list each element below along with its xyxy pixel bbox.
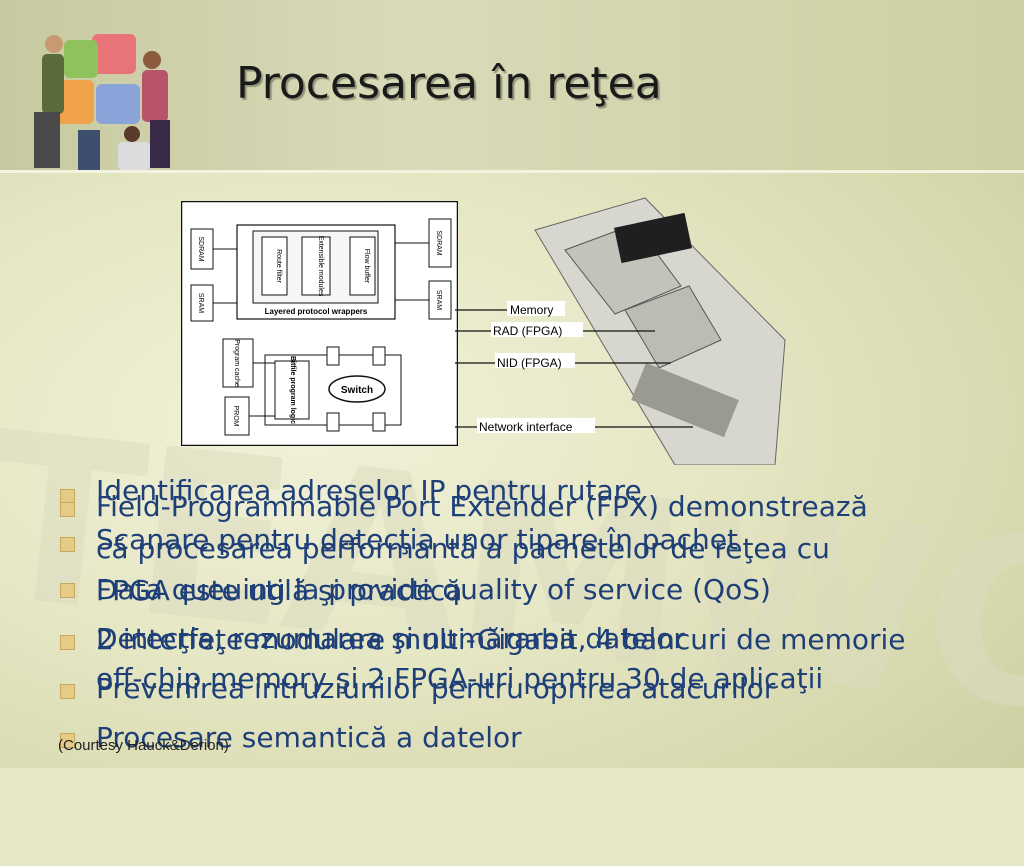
person-left-legs [34,112,60,168]
person-bottom-head [124,126,140,142]
teamwork-puzzle-illustration [34,34,170,170]
bullet-item: că procesarea performantă a pachetelor d… [96,532,830,565]
bullet-marker [60,733,75,748]
person-right-head [143,51,161,69]
fpx-board-photo: Memory RAD (FPGA) NID (FPGA) Network int… [455,197,786,465]
bullet-marker [60,537,75,552]
buffer-bottom-right [372,412,386,432]
board-network-port [631,362,739,438]
header-band [0,0,1024,172]
buffer-top-left [326,346,340,366]
buffer-top-right [372,346,386,366]
puzzle-piece-green [64,40,98,78]
person-left-head [45,35,63,53]
bitfile-logic-block [274,360,310,420]
bullet-item: Detecţia, rezumarea şi numărarea datelor [96,622,685,655]
person-middle-body [78,130,100,170]
extensible-modules-label: Extensible modules [317,236,324,297]
callout-bg-rad [491,322,583,337]
bullet-item: off-chip memory şi 2 FPGA-uri pentru 30 … [96,662,824,695]
callout-bg-memory [507,301,565,316]
flow-buffer-block [349,236,376,296]
person-right-legs [150,120,170,168]
callout-network: Network interface [479,420,573,434]
right-sdram-label: SDRAM [435,230,442,255]
callout-rad: RAD (FPGA) [493,324,562,338]
route-filter-block [261,236,288,296]
bullet-marker [60,502,75,517]
bullet-list: Identificarea adreselor IP pentru rutare… [60,474,906,754]
bullet-marker [60,583,75,598]
prom-label: PROM [232,406,239,427]
courtesy-credit: (Courtesy Hauck&Derion) [58,737,229,754]
switch-ellipse [328,375,386,403]
left-sram-label: SRAM [197,293,204,313]
person-bottom-body [118,142,150,170]
rad-block [236,224,396,320]
bullet-item: Prevenirea intruziunilor pentru oprirea … [96,672,776,705]
person-right-body [142,70,168,122]
right-sram-label: SRAM [435,290,442,310]
person-left-body [42,54,64,114]
route-filter-label: Route filter [275,249,282,284]
flow-buffer-label: Flow buffer [363,249,370,284]
bullet-marker [60,684,75,699]
extensible-modules-block [301,236,331,296]
bullet-marker [60,635,75,650]
slide-title: Procesarea în reţea [236,58,662,109]
fpx-architecture-diagram: Layered protocol wrappers Route filter E… [181,201,458,446]
callout-nid: NID (FPGA) [497,356,562,370]
bullet-item: Identificarea adreselor IP pentru rutare [96,474,642,507]
program-cache-block [222,338,254,388]
buffer-bottom-left [326,412,340,432]
callout-memory: Memory [510,303,553,317]
bullet-item: FPGA este utilă şi practică [96,574,463,607]
callout-bg-nid [495,353,575,368]
header-divider [0,170,1024,173]
bullet-item: Field-Programmable Port Extender (FPX) d… [96,490,868,523]
wrapper-label: Layered protocol wrappers [265,307,368,316]
callout-bg-network [477,418,595,433]
bitfile-logic-label: Bitfile program logic [289,356,296,424]
left-sdram-label: SDRAM [197,236,204,261]
board-chip-rad [564,223,682,315]
prom-block [224,396,250,436]
bullet-item: Data queuing la provide quality of servi… [96,573,771,606]
program-cache-label: Program cache [233,339,240,387]
bullet-item: 2 interfeţe modulare multi-Gigabit, 4 ba… [96,623,906,656]
bullet-item: Scanare pentru detecţia unor tipare în p… [96,523,739,556]
board-connector-top [614,212,692,264]
bullet-item: Procesare semantică a datelor [96,721,522,754]
puzzle-piece-blue [96,84,140,124]
board-chip-nid [624,285,722,369]
puzzle-piece-red [92,34,136,74]
switch-label: Switch [341,385,373,396]
